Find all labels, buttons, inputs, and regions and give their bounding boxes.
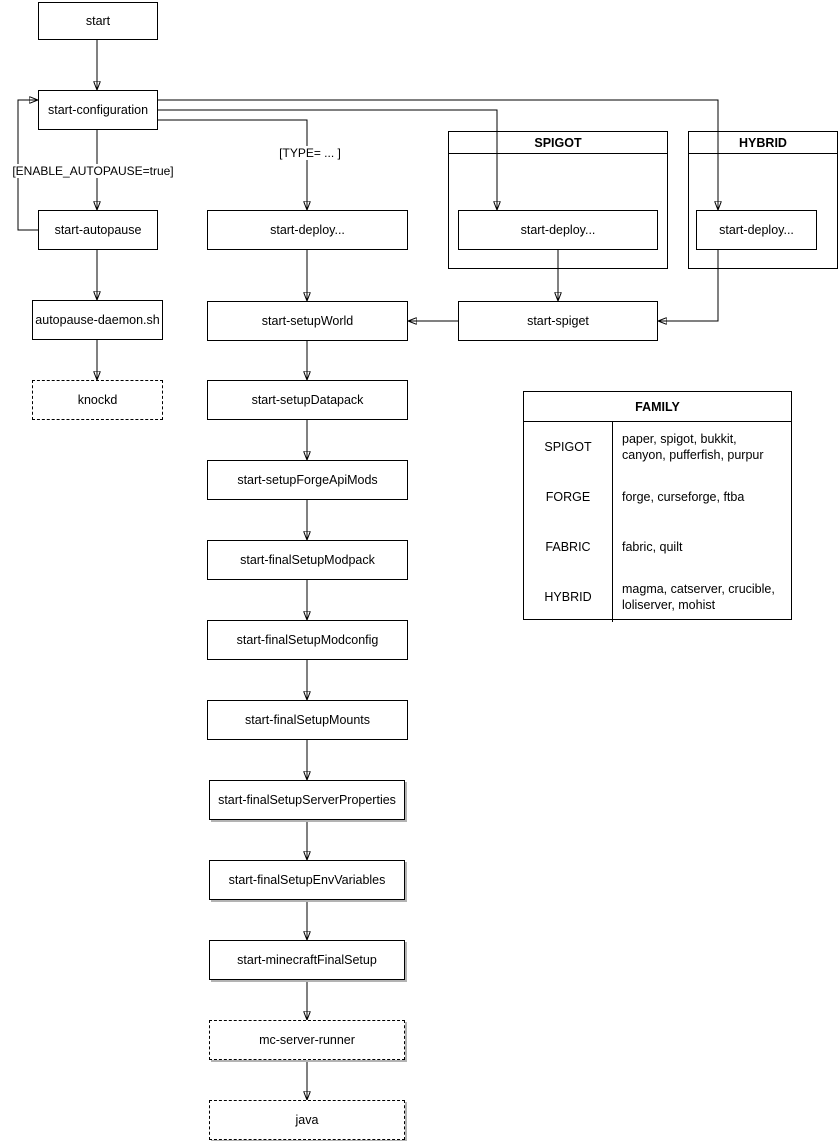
- family-members-fabric: fabric, quilt: [622, 540, 683, 554]
- node-start-finalsetupmodconfig: start-finalSetupModconfig: [207, 620, 408, 660]
- family-table: FAMILY SPIGOT paper, spigot, bukkit, can…: [523, 391, 792, 622]
- node-start-setupdatapack: start-setupDatapack: [207, 380, 408, 420]
- node-start-finalsetupmounts: start-finalSetupMounts: [207, 700, 408, 740]
- family-name-forge: FORGE: [524, 472, 613, 522]
- family-name-hybrid: HYBRID: [524, 572, 613, 622]
- node-start-deploy-type: start-deploy...: [207, 210, 408, 250]
- node-start-configuration: start-configuration: [38, 90, 158, 130]
- table-row: SPIGOT paper, spigot, bukkit, canyon, pu…: [524, 422, 791, 472]
- node-java: java: [209, 1100, 405, 1140]
- node-start-finalsetupenvvariables: start-finalSetupEnvVariables: [209, 860, 405, 900]
- node-autopause-daemon: autopause-daemon.sh: [32, 300, 163, 340]
- group-spigot-title: SPIGOT: [449, 132, 667, 154]
- table-row: FORGE forge, curseforge, ftba: [524, 472, 791, 522]
- family-table-title: FAMILY: [524, 392, 791, 422]
- family-name-fabric: FABRIC: [524, 522, 613, 572]
- node-knockd: knockd: [32, 380, 163, 420]
- node-start-minecraftfinalsetup: start-minecraftFinalSetup: [209, 940, 405, 980]
- edge-label-type: [TYPE= ... ]: [275, 146, 345, 160]
- family-members-forge: forge, curseforge, ftba: [622, 490, 745, 504]
- node-start-autopause: start-autopause: [38, 210, 158, 250]
- node-mc-server-runner: mc-server-runner: [209, 1020, 405, 1060]
- group-hybrid-title: HYBRID: [689, 132, 837, 154]
- node-start-deploy-spigot: start-deploy...: [458, 210, 658, 250]
- node-start-finalsetupmodpack: start-finalSetupModpack: [207, 540, 408, 580]
- node-start-setupforgeapimods: start-setupForgeApiMods: [207, 460, 408, 500]
- node-start-setupworld: start-setupWorld: [207, 301, 408, 341]
- table-row: HYBRID magma, catserver, crucible, lolis…: [524, 572, 791, 622]
- node-start-deploy-hybrid: start-deploy...: [696, 210, 817, 250]
- node-start-finalsetupserverproperties: start-finalSetupServerProperties: [209, 780, 405, 820]
- family-members-hybrid: magma, catserver, crucible, loliserver, …: [622, 582, 775, 612]
- node-start-spiget: start-spiget: [458, 301, 658, 341]
- family-name-spigot: SPIGOT: [524, 422, 613, 472]
- node-start: start: [38, 2, 158, 40]
- table-row: FABRIC fabric, quilt: [524, 522, 791, 572]
- family-members-spigot: paper, spigot, bukkit, canyon, pufferfis…: [622, 432, 764, 462]
- edge-label-enable-autopause: [ENABLE_AUTOPAUSE=true]: [6, 164, 180, 178]
